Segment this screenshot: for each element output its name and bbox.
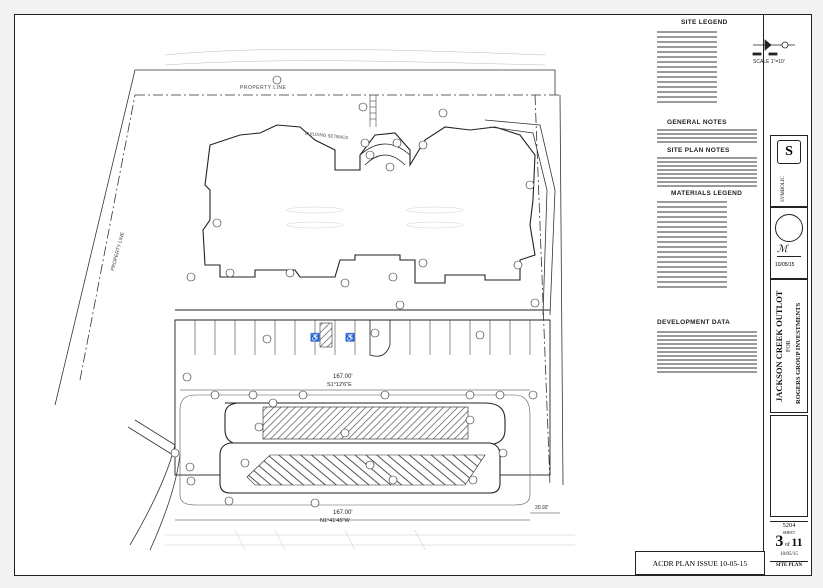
firm-logo: S xyxy=(777,140,801,164)
development-data-title: DEVELOPMENT DATA xyxy=(657,319,731,326)
entry-arch xyxy=(359,143,411,166)
general-notes-title: GENERAL NOTES xyxy=(667,119,727,126)
parking-lot xyxy=(174,309,551,476)
drive-outline xyxy=(179,394,531,506)
materials-legend-title: MATERIALS LEGEND xyxy=(671,190,743,197)
sheet-number-value: 3 xyxy=(775,533,784,550)
client-name: ROGERS GROUP INVESTMENTS xyxy=(795,302,802,404)
existing-contours xyxy=(164,48,546,66)
signature: ℳ xyxy=(777,244,801,257)
site-plan-drawing: ♿ ♿ xyxy=(54,39,795,551)
dimension-lines xyxy=(175,389,560,521)
street-contours xyxy=(165,529,575,551)
site-plan-notes-title: SITE PLAN NOTES xyxy=(667,147,730,154)
building-interior xyxy=(286,206,464,229)
right-dimension: 20.92' xyxy=(535,505,549,511)
parking-stalls-top xyxy=(194,320,531,355)
walkway-right xyxy=(484,119,556,316)
seal-date: 10/05/15 xyxy=(775,262,795,268)
sheet-date: 10/05/15 xyxy=(780,552,798,557)
issue-stamp: ACDR PLAN ISSUE 10-05-15 xyxy=(635,551,765,575)
accessible-symbol: ♿ xyxy=(345,332,355,342)
north-arrow xyxy=(752,39,795,56)
dimension-bottom: 167.00' xyxy=(333,510,353,516)
building-footprint xyxy=(202,124,536,284)
revisions-box xyxy=(770,415,808,517)
legend-column: SITE LEGEND GENERAL NOTES SITE PLAN NOTE… xyxy=(649,15,767,575)
svg-text:♿: ♿ xyxy=(310,332,320,342)
scale-label: SCALE 1"=10' xyxy=(753,59,785,65)
bearing-top: S1°12'6"E xyxy=(327,382,352,388)
project-for: FOR xyxy=(786,340,792,352)
driveway xyxy=(127,419,181,551)
sheet-number: 3 of 11 xyxy=(775,533,803,550)
drawing-sheet: ♿ ♿ xyxy=(14,14,812,576)
stairs xyxy=(369,95,377,127)
keynote-tags xyxy=(170,75,540,508)
firm-logo-box: S SYMBOLIC xyxy=(770,135,808,207)
sheet-total: 11 xyxy=(791,535,803,549)
architect-seal-box: ℳ 10/05/15 xyxy=(770,207,808,279)
project-name: JACKSON CREEK OUTLOT xyxy=(774,290,784,402)
project-number: 5204 xyxy=(770,521,808,529)
property-lines xyxy=(54,69,564,486)
architect-seal xyxy=(775,214,803,242)
sheet-title: SITE PLAN xyxy=(770,561,808,568)
sheet-label: SHEET xyxy=(782,530,796,535)
dimension-top: 167.00' xyxy=(333,374,353,380)
bearing-bottom: N1°41'45"W xyxy=(320,518,350,524)
property-line-top-label: PROPERTY LINE xyxy=(240,85,287,91)
site-legend-title: SITE LEGEND xyxy=(681,19,728,26)
title-block: S SYMBOLIC ℳ 10/05/15 JACKSON CREEK OUTL… xyxy=(763,15,812,575)
project-title-box: JACKSON CREEK OUTLOT FOR ROGERS GROUP IN… xyxy=(770,279,808,413)
firm-name: SYMBOLIC xyxy=(781,176,786,202)
